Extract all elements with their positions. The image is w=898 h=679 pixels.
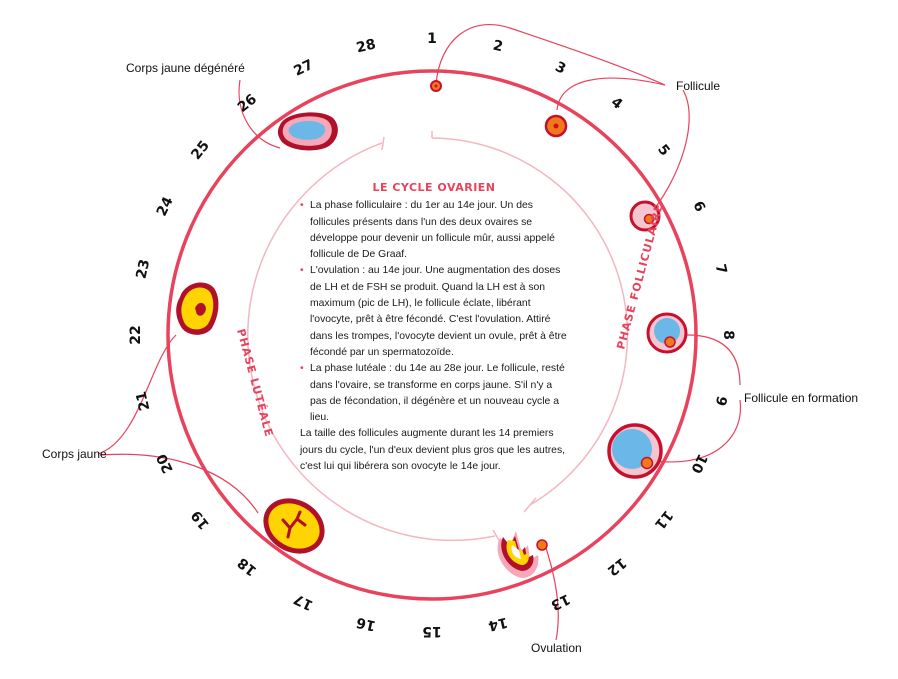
follicle-day4 (544, 114, 568, 138)
ruptured-follicle (497, 531, 548, 578)
callout-corps-jaune: Corps jaune (42, 447, 107, 461)
day-label-12: 12 (604, 554, 629, 579)
day-label-10: 10 (687, 451, 710, 476)
day-label-1: 1 (427, 31, 437, 47)
day-label-23: 23 (133, 258, 153, 281)
day-label-8: 8 (720, 330, 736, 340)
day-label-5: 5 (654, 142, 673, 160)
day-label-13: 13 (548, 590, 572, 613)
bullet-ovulation: L'ovulation : au 14e jour. Une augmentat… (300, 263, 568, 361)
day-label-11: 11 (651, 507, 676, 532)
callout-lines (97, 23, 742, 641)
day-label-7: 7 (712, 263, 730, 276)
bullet-follicular-phase: La phase folliculaire : du 1er au 14e jo… (300, 198, 568, 263)
day-label-20: 20 (154, 451, 177, 476)
cycle-description: LE CYCLE OVARIEN La phase folliculaire :… (300, 180, 568, 475)
day-label-21: 21 (133, 390, 153, 413)
day-label-24: 24 (154, 194, 177, 219)
callout-follicule-formation: Follicule en formation (744, 391, 858, 405)
callout-ovulation: Ovulation (531, 641, 582, 655)
day-label-18: 18 (235, 554, 260, 579)
callout-corps-jaune-degenere: Corps jaune dégénéré (126, 61, 245, 75)
callout-follicule: Follicule (676, 79, 720, 93)
follicular-phase-arc (431, 137, 629, 506)
day-label-17: 17 (291, 590, 315, 613)
day-label-25: 25 (188, 138, 213, 163)
luteal-phase-arc (247, 142, 496, 542)
follicle-day1 (430, 80, 442, 92)
day-label-6: 6 (689, 199, 708, 215)
day-label-4: 4 (608, 94, 626, 113)
degenerated-corpus-luteum (277, 112, 338, 151)
day-label-28: 28 (355, 36, 378, 56)
corpus-luteum-day19 (263, 498, 325, 554)
follicle-day6 (629, 200, 661, 232)
day-label-9: 9 (712, 394, 730, 407)
follicle-day11 (607, 423, 663, 479)
day-label-16: 16 (355, 614, 378, 634)
bullet-luteal-phase: La phase lutéale : du 14e au 28e jour. L… (300, 361, 568, 426)
day-label-2: 2 (491, 38, 504, 56)
day-label-22: 22 (128, 325, 144, 344)
luteal-phase-label: PHASE LUTÉALE (234, 327, 275, 438)
day-label-14: 14 (486, 614, 509, 634)
follicle-day8 (646, 312, 688, 354)
day-label-19: 19 (188, 507, 213, 532)
cycle-title: LE CYCLE OVARIEN (372, 181, 496, 194)
follicle-growth-paragraph: La taille des follicules augmente durant… (300, 428, 566, 473)
day-label-27: 27 (291, 57, 315, 80)
day-label-15: 15 (422, 623, 441, 639)
day-label-3: 3 (553, 59, 569, 78)
corpus-luteum-day23 (176, 282, 219, 335)
